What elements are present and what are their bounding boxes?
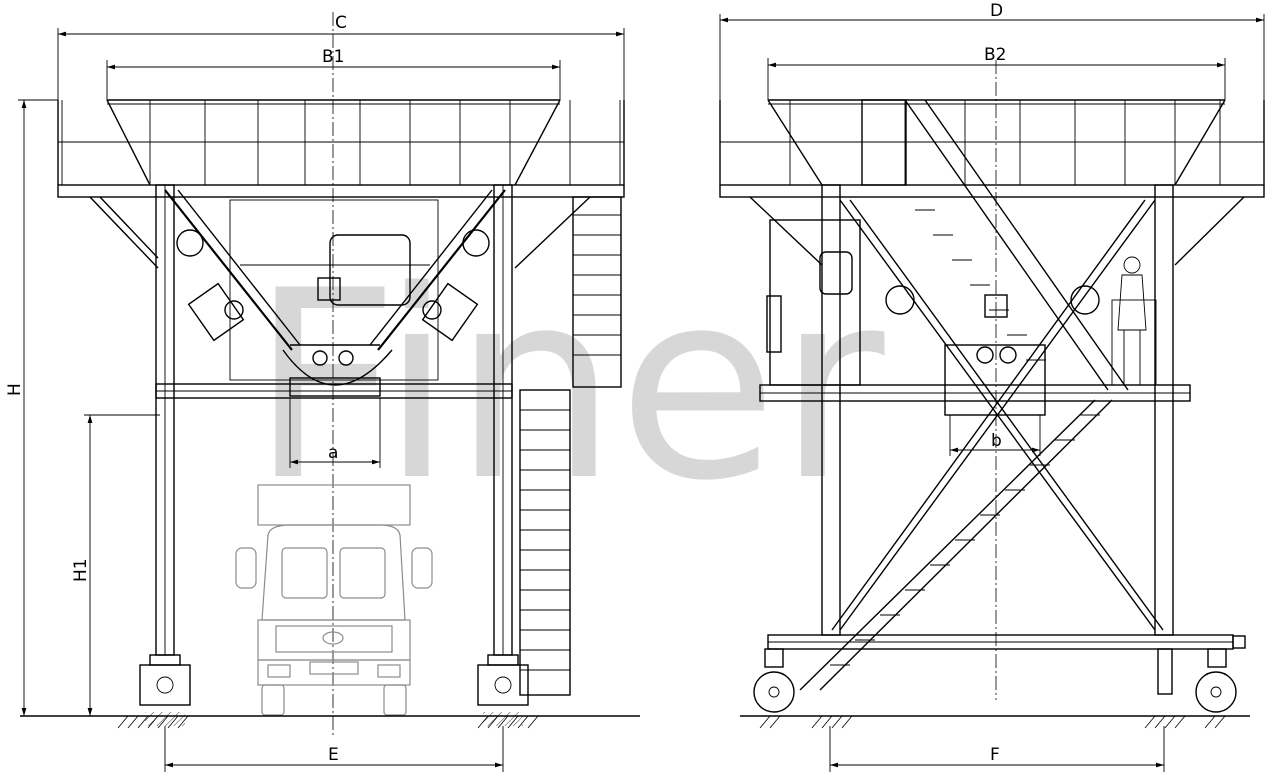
front-elevation: C B1 H H1 a E bbox=[5, 12, 640, 772]
dim-label-e: E bbox=[328, 745, 339, 765]
dim-label-b2: B2 bbox=[984, 45, 1006, 65]
operator-figure bbox=[1111, 256, 1157, 386]
truck-outline bbox=[235, 484, 433, 716]
side-elevation: D B2 b F bbox=[719, 1, 1265, 772]
dim-label-c: C bbox=[335, 13, 347, 33]
dim-label-f: F bbox=[990, 745, 1000, 765]
dim-label-h: H bbox=[5, 383, 25, 396]
watermark-text: Finer bbox=[250, 236, 887, 538]
dim-label-b1: B1 bbox=[322, 47, 344, 67]
dim-label-a: a bbox=[328, 443, 338, 463]
dim-label-h1: H1 bbox=[71, 558, 91, 582]
dim-label-b: b bbox=[991, 431, 1002, 451]
dim-label-d: D bbox=[990, 1, 1003, 21]
